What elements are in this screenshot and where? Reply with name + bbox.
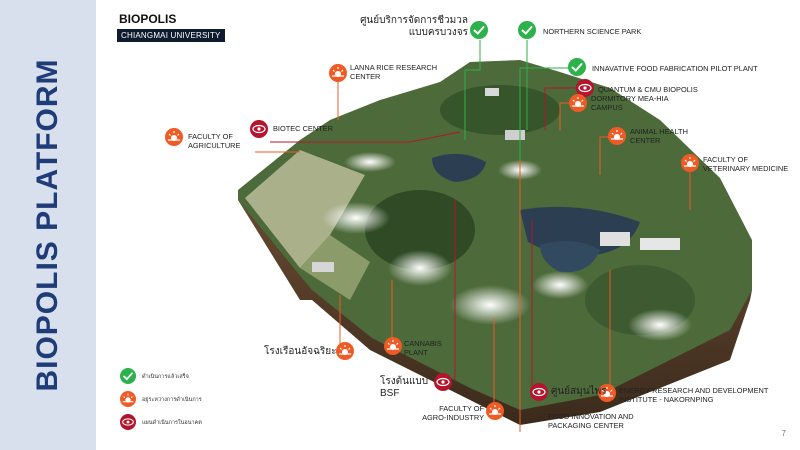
sun-icon [598, 384, 616, 402]
legend-eye-icon [120, 414, 136, 430]
label-vet-medicine: FACULTY OF VETERINARY MEDICINE [703, 155, 789, 173]
label-agro-industry: FACULTY OF AGRO-INDUSTRY [422, 404, 484, 422]
sun-icon [384, 337, 402, 355]
map-building-3 [600, 232, 630, 246]
label-bsf: โรงต้นแบบ BSF [380, 376, 429, 399]
check-icon [568, 58, 586, 76]
brand-subtitle: CHIANGMAI UNIVERSITY [117, 29, 225, 42]
map-cloud-4 [450, 285, 530, 325]
leader-biotec [270, 131, 461, 143]
label-herb-center: ศูนย์สมุนไพร [551, 386, 607, 397]
sun-icon [329, 64, 347, 82]
map-cloud-3 [344, 152, 396, 172]
label-lanna-rice: LANNA RICE RESEARCH CENTER [350, 63, 438, 81]
legend-done: ดำเนินการแล้วเสร็จ [142, 374, 189, 380]
sun-icon [569, 94, 587, 112]
label-biotec: BIOTEC CENTER [273, 124, 333, 133]
eye-icon [530, 383, 548, 401]
leader-waste-center [464, 40, 481, 140]
label-cannabis: CANNABIS PLANT [404, 339, 442, 357]
label-food-innovation: FOOD INNOVATION AND PACKAGING CENTER [548, 412, 634, 430]
sun-icon [336, 342, 354, 360]
eye-icon [576, 79, 594, 97]
sun-icon [608, 127, 626, 145]
legend-sun-icon [120, 391, 136, 407]
sidebar-panel: BIOPOLIS PLATFORM [0, 0, 96, 450]
sun-icon [486, 402, 504, 420]
map-lake [432, 153, 486, 182]
eye-icon [434, 373, 452, 391]
label-faculty-agriculture: FACULTY OF AGRICULTURE [188, 132, 241, 150]
eye-icon [250, 120, 268, 138]
map-farmland [245, 150, 365, 268]
label-energy-research: ENERGY RESEARCH AND DEVELOPMENT INSTITUT… [619, 386, 769, 404]
label-dormitory: DORMITORY MEA-HIA CAMPUS [591, 94, 669, 112]
label-biomass-center: ศูนย์บริการจัดการชีวมวลแบบครบวงจร [360, 15, 468, 38]
sun-icon [681, 154, 699, 172]
check-icon [518, 21, 536, 39]
legend-check-icon [120, 368, 136, 384]
label-innovative-food: INNAVATIVE FOOD FABRICATION PILOT PLANT [592, 64, 758, 73]
map-forest-2 [440, 85, 560, 135]
brand-title: BIOPOLIS [119, 12, 177, 26]
legend-planned: แผนดำเนินการในอนาคต [142, 420, 202, 426]
legend-in-progress: อยู่ระหว่างการดำเนินการ [142, 397, 202, 403]
map-building [485, 88, 499, 96]
leader-quantum [544, 87, 585, 130]
check-icon [470, 21, 488, 39]
map-cloud [322, 202, 390, 234]
map-farmland-2 [300, 235, 370, 300]
label-animal-health: ANIMAL HEALTH CENTER [630, 127, 688, 145]
map-forest [365, 190, 475, 270]
map-cloud-5 [532, 271, 588, 299]
map-cloud-6 [628, 309, 692, 341]
map-building-2 [505, 130, 525, 140]
page-number: 7 [781, 429, 786, 438]
sun-icon [165, 128, 183, 146]
label-smart-greenhouse: โรงเรือนอัจฉริยะ [264, 346, 337, 357]
map-building-5 [312, 262, 334, 272]
label-quantum: QUANTUM & CMU BIOPOLIS [598, 85, 698, 94]
leader-innov-food [519, 67, 578, 160]
map-lake-3 [540, 241, 600, 273]
label-northern-science-park: NORTHERN SCIENCE PARK [543, 27, 642, 36]
map-cloud-2 [388, 250, 452, 286]
map-building-4 [640, 238, 680, 250]
